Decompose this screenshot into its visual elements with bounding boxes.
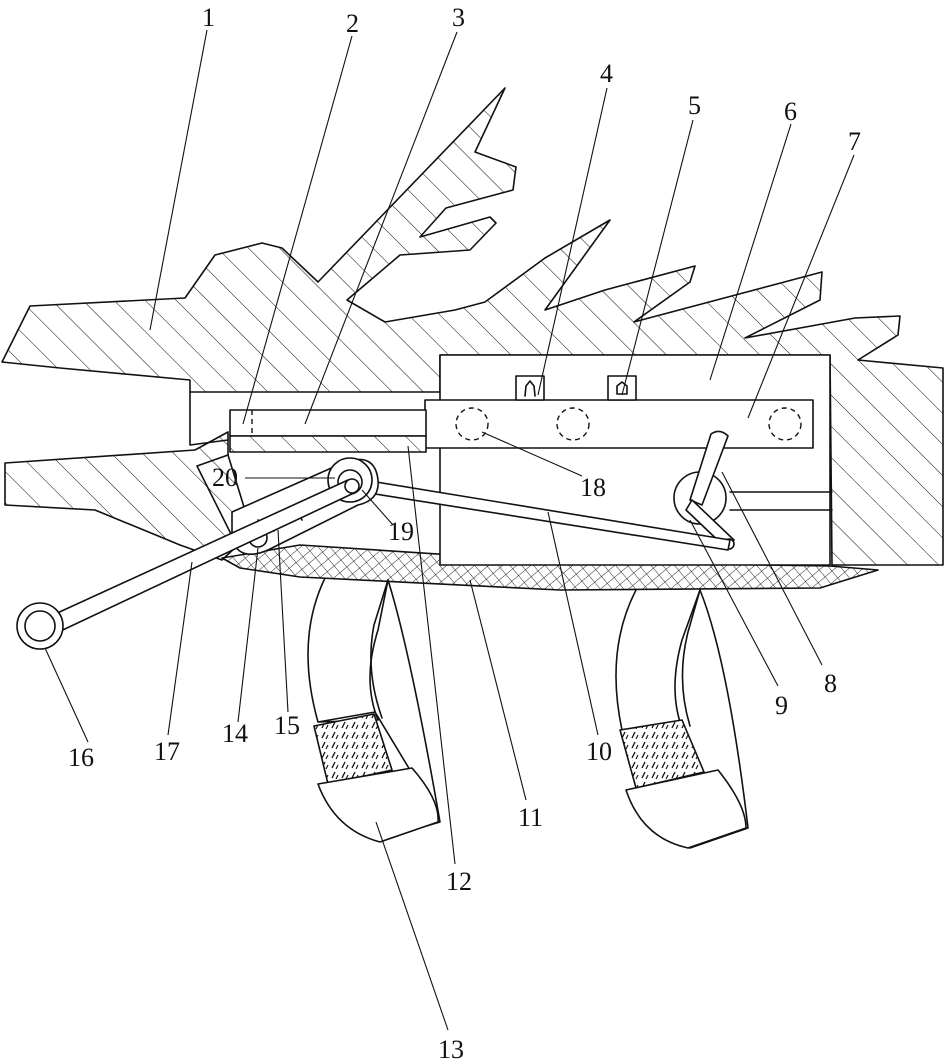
lower-jaw <box>5 432 238 560</box>
push-rod <box>230 410 426 436</box>
label-7: 7 <box>848 127 861 156</box>
slide-bar <box>425 400 813 448</box>
label-6: 6 <box>784 97 797 126</box>
label-18: 18 <box>580 473 606 502</box>
label-8: 8 <box>824 669 837 698</box>
label-20: 20 <box>212 463 238 492</box>
label-2: 2 <box>346 9 359 38</box>
label-11: 11 <box>518 803 543 832</box>
label-9: 9 <box>775 691 788 720</box>
label-1: 1 <box>202 3 215 32</box>
rack <box>230 436 426 452</box>
label-14: 14 <box>222 719 248 748</box>
label-10: 10 <box>586 737 612 766</box>
label-3: 3 <box>452 3 465 32</box>
label-15: 15 <box>274 711 300 740</box>
label-4: 4 <box>600 59 613 88</box>
label-19: 19 <box>388 517 414 546</box>
label-13: 13 <box>438 1035 464 1062</box>
label-16: 16 <box>68 743 94 772</box>
bracket-5 <box>608 376 636 400</box>
label-5: 5 <box>688 91 701 120</box>
label-17: 17 <box>154 737 180 766</box>
label-12: 12 <box>446 867 472 896</box>
